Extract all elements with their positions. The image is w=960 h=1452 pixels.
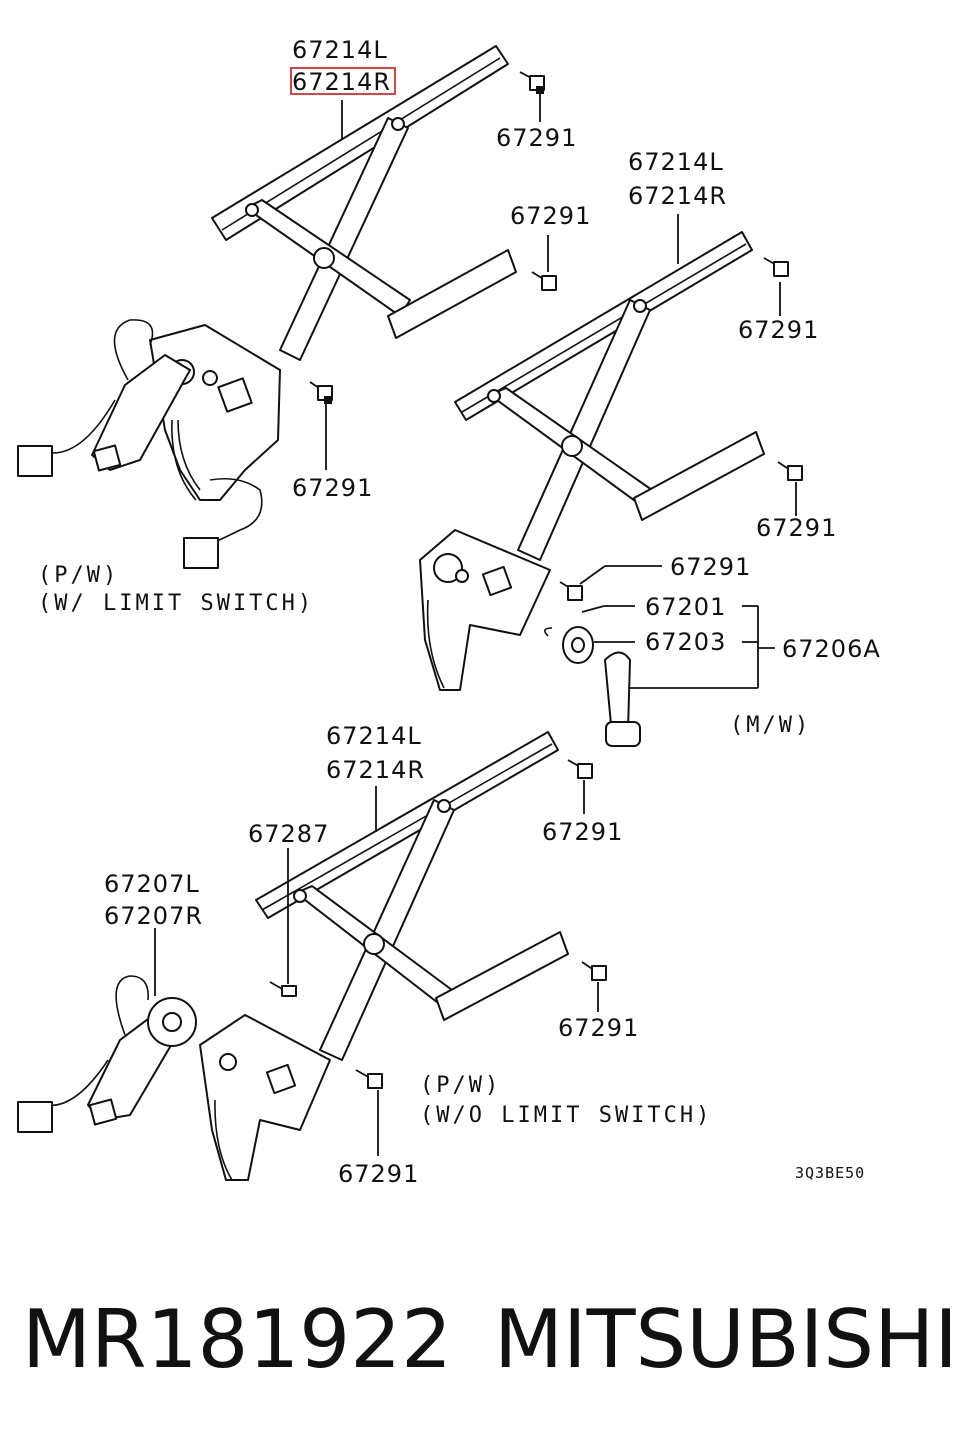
footer: MR181922 MITSUBISHI [0,1285,960,1395]
label-67214r-b: 67214R [628,182,727,210]
label-67291-b2: 67291 [738,316,819,344]
regulator-lower-rail-b [633,431,765,521]
note-pw-a: (P/W) [38,563,119,588]
assembly-b [419,214,803,747]
washer-icon [562,626,594,664]
part-labels: 67214L 67214R 67291 67291 (P/W) (W/ LIMI… [38,36,881,1188]
window-crank-handle [604,651,641,747]
bolt-icon [581,961,607,981]
bolt-icon [531,271,557,291]
bolt-icon [355,1069,383,1089]
label-67207l: 67207L [104,870,200,898]
label-67207r: 67207R [104,902,203,930]
note-mw: (M/W) [730,713,811,738]
label-67214r-c: 67214R [326,756,425,784]
connector-c1 [17,1101,53,1133]
regulator-plate-a [149,324,281,501]
label-67291-b3: 67291 [756,514,837,542]
label-67214r-a-highlighted: 67214R [292,68,391,96]
regulator-lower-rail-c [435,931,569,1021]
label-67214l-c: 67214L [326,722,422,750]
note-limit-switch-a: (W/ LIMIT SWITCH) [38,591,314,616]
label-67291-b4: 67291 [670,553,751,581]
window-motor-a [91,354,191,471]
label-67291-c2: 67291 [558,1014,639,1042]
bolt-icon [763,257,789,277]
label-67291-a1: 67291 [496,124,577,152]
connector-a1 [17,445,53,477]
label-67291-b1: 67291 [510,202,591,230]
regulator-rail-c [255,731,559,919]
bolt-icon [777,461,803,481]
regulator-lower-rail-a [387,249,517,339]
connector-a2 [183,537,219,569]
screw-icon [269,981,297,997]
bolt-icon [309,381,333,404]
label-67291-a2: 67291 [292,474,373,502]
window-motor-c [87,997,197,1126]
label-67201: 67201 [645,593,726,621]
highlight-box [290,67,396,95]
bolt-icon [519,71,545,94]
brand-name: MITSUBISHI [494,1293,958,1386]
label-67203: 67203 [645,628,726,656]
label-67214l-b: 67214L [628,148,724,176]
label-67291-c1: 67291 [542,818,623,846]
diagram-code: 3Q3BE50 [795,1164,865,1182]
label-67287: 67287 [248,820,329,848]
part-number: MR181922 [22,1293,452,1386]
assembly-c [17,731,607,1181]
bolt-icon [567,759,593,779]
note-limit-switch-c: (W/O LIMIT SWITCH) [420,1103,712,1128]
clip-icon [544,627,553,637]
note-pw-c: (P/W) [420,1073,501,1098]
label-67214l-a: 67214L [292,36,388,64]
regulator-rail-a [211,45,509,241]
label-67206a: 67206A [782,635,881,663]
regulator-plate-c [199,1014,331,1181]
assembly-a [17,45,545,569]
bolt-icon [559,581,583,601]
label-67291-c3: 67291 [338,1160,419,1188]
